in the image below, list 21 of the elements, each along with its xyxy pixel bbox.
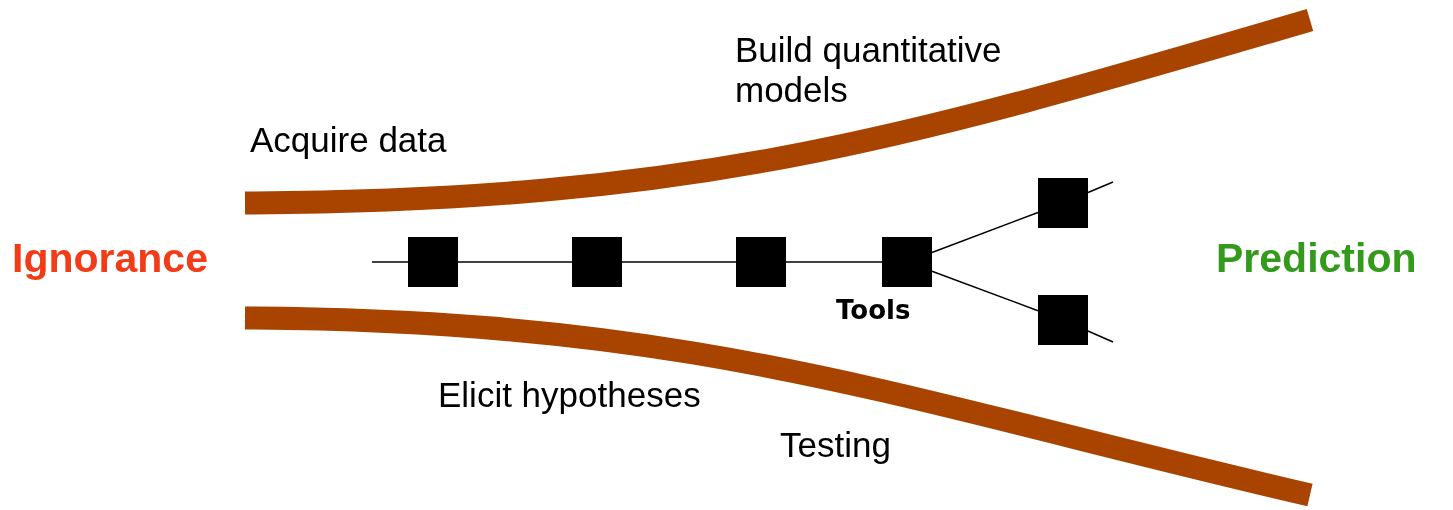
connector-line bbox=[931, 211, 1039, 254]
square-block bbox=[1038, 295, 1088, 345]
tools-label: Tools bbox=[836, 295, 911, 325]
stage-label: Build quantitative models bbox=[735, 30, 1003, 110]
connector-line bbox=[931, 270, 1039, 312]
stage-label: Acquire data bbox=[250, 120, 447, 160]
stage-label: Elicit hypotheses bbox=[438, 375, 701, 415]
square-block bbox=[736, 237, 786, 287]
connector-line bbox=[457, 261, 573, 263]
connector-line bbox=[621, 261, 737, 263]
square-block bbox=[882, 237, 932, 287]
connector-line bbox=[371, 261, 409, 263]
square-block bbox=[572, 237, 622, 287]
start-label: Ignorance bbox=[12, 238, 208, 278]
connector-line bbox=[785, 261, 883, 263]
connector-line bbox=[1087, 330, 1114, 343]
connector-line bbox=[1087, 181, 1114, 194]
stage-label: Testing bbox=[780, 425, 891, 465]
square-block bbox=[408, 237, 458, 287]
square-block bbox=[1038, 178, 1088, 228]
goal-label: Prediction bbox=[1216, 238, 1417, 278]
